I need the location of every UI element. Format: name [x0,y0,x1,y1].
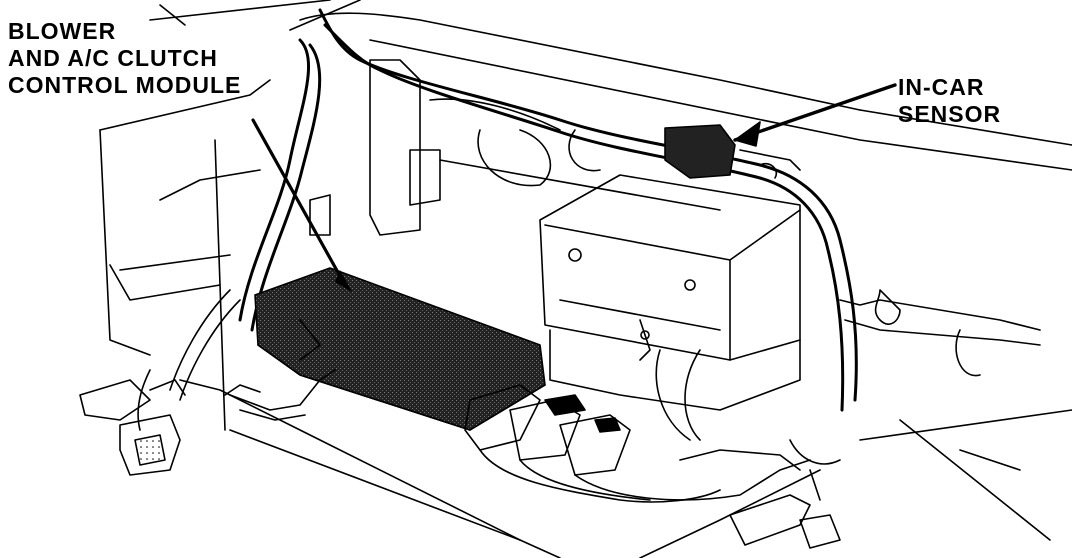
connector-lower-right [729,439,841,549]
wiring-harness [137,8,1041,431]
leader-lines [251,83,897,292]
blower-module-label-line-1: BLOWER [8,18,117,44]
blower-module-label-line-3: CONTROL MODULE [8,72,242,98]
dash-panel [99,0,1072,558]
connectors-lower [464,349,811,503]
in-car-sensor-label-line-2: SENSOR [898,101,1002,127]
in-car-sensor-label-line-1: IN-CAR [898,74,985,100]
blower-control-module [254,267,546,431]
blower-module-label: BLOWER AND A/C CLUTCH CONTROL MODULE [8,18,241,99]
in-car-sensor-label: IN-CAR SENSOR [898,74,1001,128]
connector-left [79,369,336,476]
hvac-housing [309,59,801,411]
in-car-sensor [664,124,801,179]
blower-module-label-line-2: AND A/C CLUTCH [8,45,218,71]
